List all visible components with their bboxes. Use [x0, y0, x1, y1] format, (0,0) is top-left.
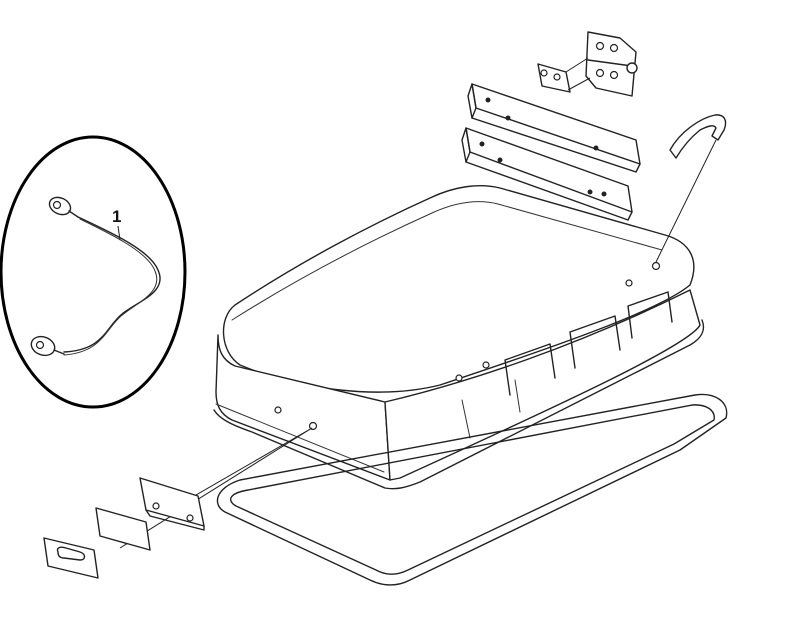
- callout-1: 1: [112, 207, 121, 241]
- rail-icon: [461, 83, 641, 221]
- frame-icon: [216, 393, 728, 586]
- battery-box-icon: [213, 185, 705, 490]
- handle-icon: [655, 114, 727, 263]
- hinge-icon: [537, 31, 638, 97]
- ground-wire-icon: [30, 196, 161, 357]
- plate-icon: [43, 477, 205, 579]
- leader-line: [119, 427, 313, 549]
- callout-label: 1: [112, 207, 121, 226]
- detail-ellipse: [0, 135, 187, 409]
